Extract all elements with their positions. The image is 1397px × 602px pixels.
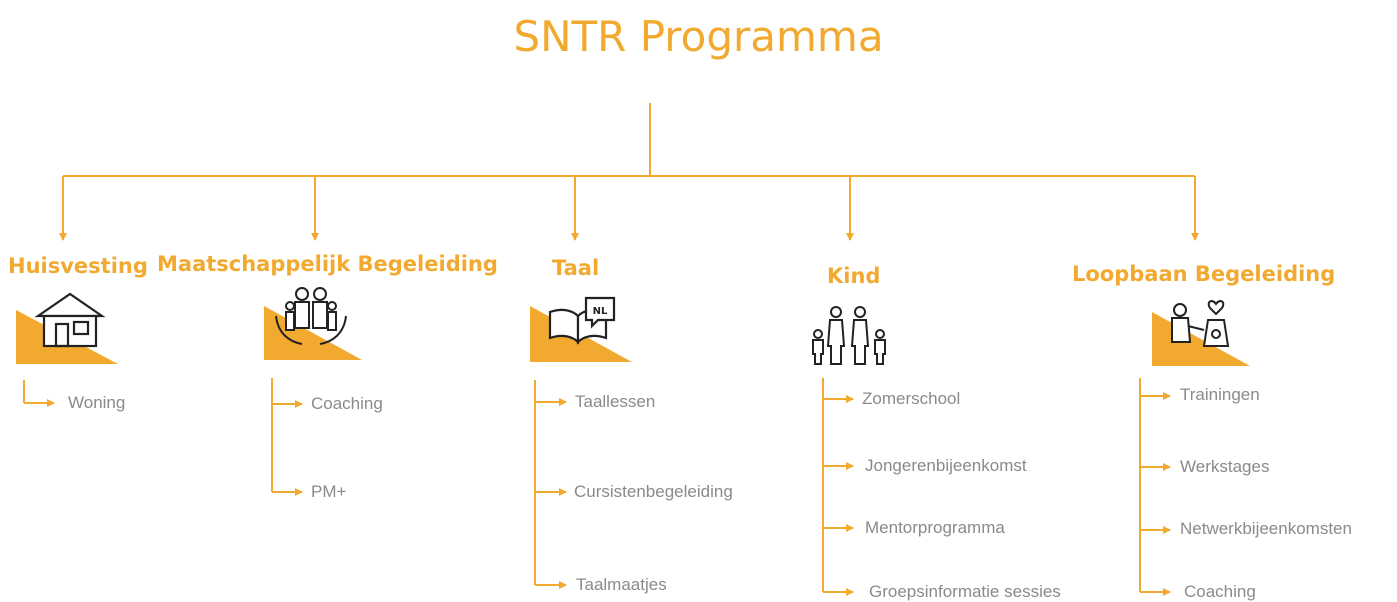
item-cursistenbegeleiding: Cursistenbegeleiding <box>574 482 733 501</box>
family-hands-icon <box>264 287 362 360</box>
item-coaching: Coaching <box>311 394 383 413</box>
item-pm-plus: PM+ <box>311 482 347 501</box>
heading-taal: Taal <box>552 256 600 280</box>
item-jongerenbijeenkomst: Jongerenbijeenkomst <box>865 456 1027 475</box>
item-werkstages: Werkstages <box>1180 457 1270 476</box>
heading-maatschappelijk-begeleiding: Maatschappelijk Begeleiding <box>157 252 498 276</box>
house-icon <box>16 292 118 364</box>
item-netwerkbijeenkomsten: Netwerkbijeenkomsten <box>1180 519 1352 538</box>
book-speech-nl-icon: NL <box>530 296 632 362</box>
heading-kind: Kind <box>827 264 881 288</box>
heading-huisvesting: Huisvesting <box>8 254 148 278</box>
item-groepsinformatie-sessies: Groepsinformatie sessies <box>869 582 1061 601</box>
item-zomerschool: Zomerschool <box>862 389 961 408</box>
heading-loopbaan-begeleiding: Loopbaan Begeleiding <box>1072 262 1336 286</box>
nl-badge: NL <box>593 306 608 317</box>
family-children-icon <box>812 306 886 365</box>
item-mentorprogramma: Mentorprogramma <box>865 518 1005 537</box>
diagram-title: SNTR Programma <box>513 12 884 61</box>
item-taallessen: Taallessen <box>575 392 656 411</box>
item-woning: Woning <box>68 393 126 412</box>
item-coaching-loopbaan: Coaching <box>1184 582 1256 601</box>
career-support-icon <box>1152 300 1250 366</box>
item-taalmaatjes: Taalmaatjes <box>576 575 667 594</box>
item-trainingen: Trainingen <box>1180 385 1260 404</box>
